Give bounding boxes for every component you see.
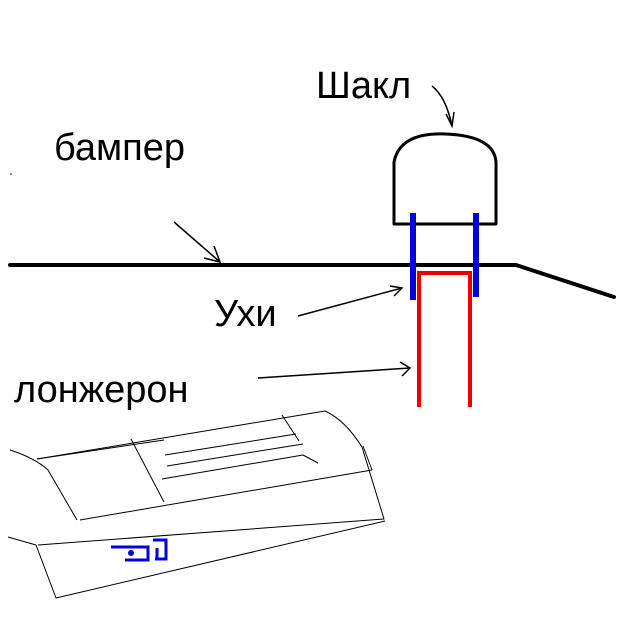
- bumper-line: [8, 263, 616, 299]
- bumper-arrow: [173, 221, 222, 264]
- shackle-outline: [392, 132, 498, 226]
- shackle-arrow: [431, 85, 455, 129]
- car-sketch: [7, 410, 386, 599]
- frame-rail-label: лонжерон: [14, 369, 189, 411]
- shackle-label: Шакл: [316, 65, 411, 107]
- bumper-label: бампер: [54, 127, 185, 169]
- ears-label: Ухи: [214, 293, 277, 335]
- frame-rail-arrow: [257, 361, 412, 379]
- frame-rail-outline: [417, 271, 472, 407]
- car-bracket-mark: [111, 538, 168, 562]
- car-bracket-dot: [128, 550, 134, 556]
- ears-arrow: [297, 285, 404, 317]
- stray-dot: [10, 173, 12, 175]
